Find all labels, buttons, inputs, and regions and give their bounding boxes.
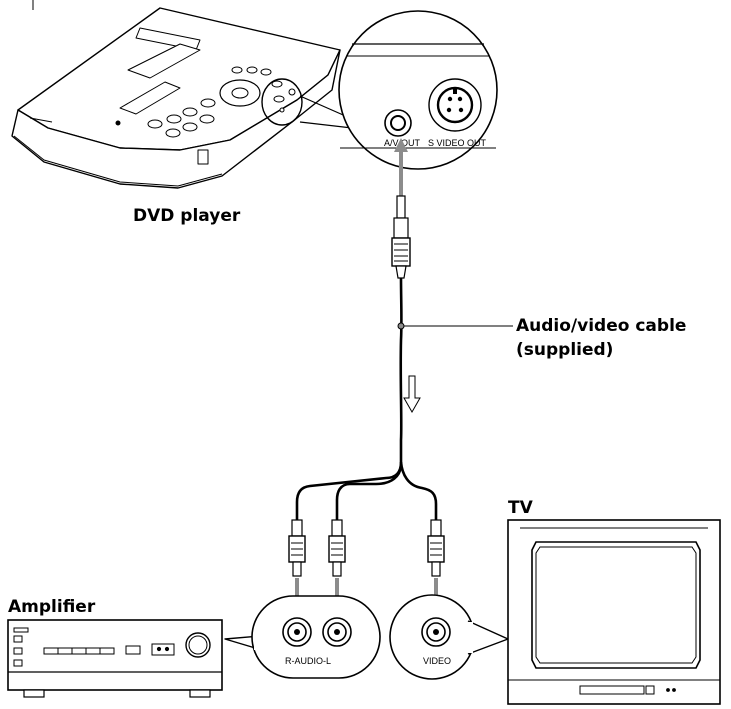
zoom-pointer-line [299,95,351,119]
signal-flow-arrow [403,375,421,414]
audio-input-bubble [224,595,381,679]
cable-callout-dot [397,322,405,330]
av-out-jack [384,109,412,137]
tv-label: TV [508,498,534,518]
tv-illustration [507,519,721,705]
mini-plug [391,195,411,279]
amplifier-label: Amplifier [8,597,96,617]
zoom-pointer-line [299,121,353,129]
main-cable [399,277,403,462]
rca-plug-audio-r [288,519,306,577]
rca-plug-audio-l [328,519,346,577]
s-video-out-label: S VIDEO OUT [428,138,487,148]
video-jack-label: VIDEO [423,656,451,666]
cable-split [295,461,438,520]
cable-label-line2: (supplied) [516,340,613,360]
audio-jack-label: R-AUDIO-L [285,656,331,666]
dvd-player-label: DVD player [133,206,241,226]
dvd-player-illustration [11,7,341,189]
cable-label-line1: Audio/video cable [516,316,686,336]
amplifier-illustration [7,619,223,698]
s-video-out-jack [428,78,482,132]
rca-plug-video [427,519,445,577]
video-input-bubble [389,594,509,680]
connect-arrow-up-head [394,138,408,152]
